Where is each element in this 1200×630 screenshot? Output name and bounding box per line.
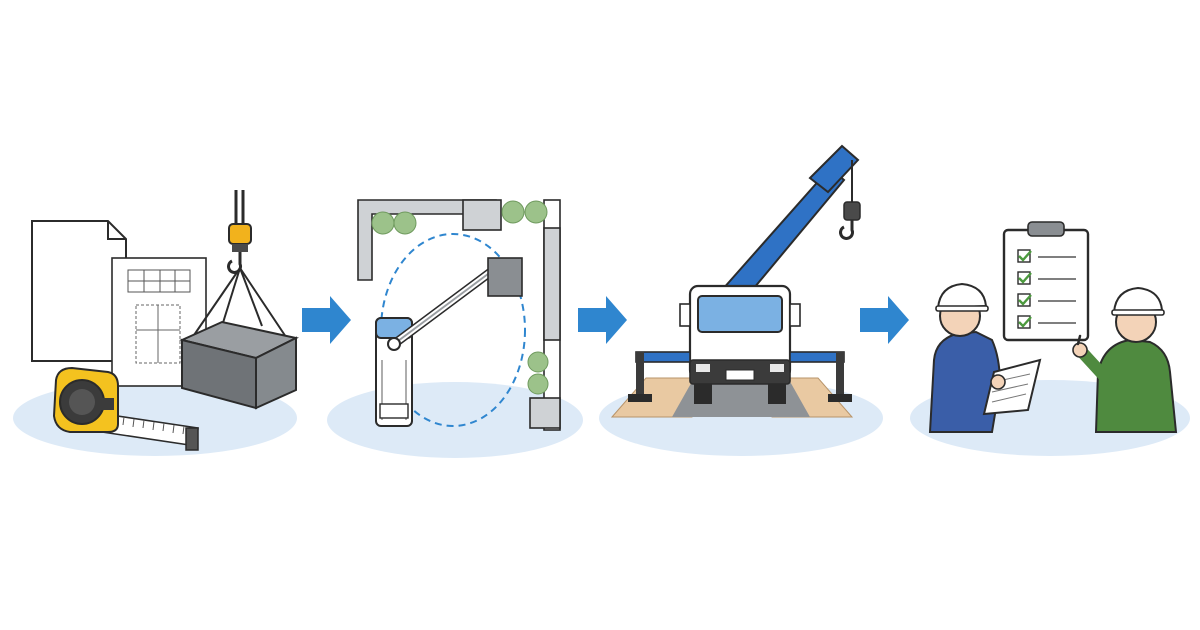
check-mark-icon [1018,294,1032,306]
step-inspection [910,221,1190,456]
worker-icon [928,282,1042,433]
flow-arrow-1 [302,296,351,344]
outrigger-icon [628,351,852,402]
tape-measure-icon [52,366,199,451]
crane-hook-icon [191,190,289,341]
crane-truck-icon [679,144,861,404]
step-survey [13,190,299,456]
step-setup [599,144,883,456]
flow-arrow-3 [860,296,909,344]
step-site-plan [327,199,583,458]
worker-icon [1072,286,1178,433]
flow-arrow-2 [578,296,627,344]
check-mark-icon [1018,250,1032,262]
tree-icon [371,200,549,395]
truck-top-view-icon [375,257,523,427]
check-mark-icon [1018,272,1032,284]
checklist-clipboard-icon [1002,221,1090,342]
check-mark-icon [1018,316,1032,328]
suspended-load-icon [178,320,299,410]
site-wall-icon [357,199,561,431]
